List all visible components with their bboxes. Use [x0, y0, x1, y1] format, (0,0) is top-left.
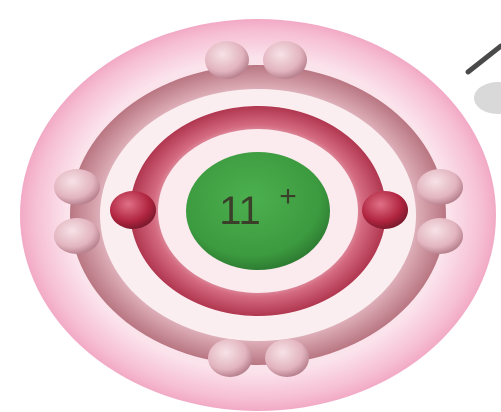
outer-electron — [417, 218, 463, 254]
outer-electron — [54, 218, 100, 254]
outer-electron — [265, 339, 309, 377]
outer-electron — [54, 169, 100, 205]
outer-electron — [417, 169, 463, 205]
cropped-pointer-line — [468, 46, 501, 72]
inner-electron — [362, 191, 408, 229]
cropped-electron-partial — [474, 82, 501, 114]
inner-electron — [110, 191, 156, 229]
nucleus-label: 11 — [219, 189, 261, 233]
outer-electron — [263, 41, 307, 79]
nucleus-charge: + — [279, 180, 297, 213]
outer-electron — [205, 41, 249, 79]
outer-electron — [208, 339, 252, 377]
